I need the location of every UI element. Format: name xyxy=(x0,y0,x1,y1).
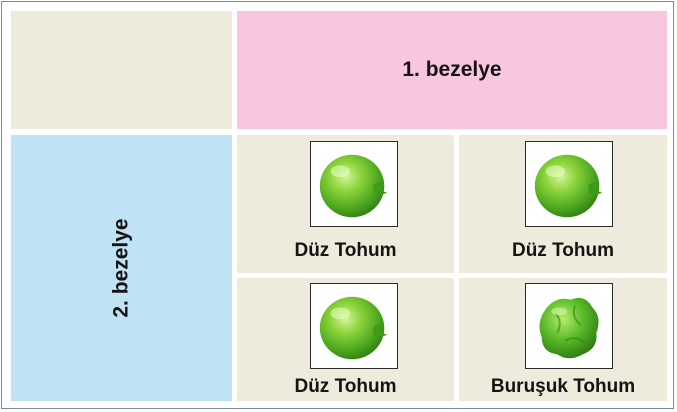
offspring-label: Düz Tohum xyxy=(294,376,397,397)
round-pea-icon xyxy=(310,141,398,227)
parent2-label: 2. bezelye xyxy=(109,218,133,318)
offspring-label: Buruşuk Tohum xyxy=(490,376,636,397)
offspring-cell: Buruşuk Tohum xyxy=(459,278,667,401)
offspring-cell: Düz Tohum xyxy=(237,278,454,401)
offspring-label: Düz Tohum xyxy=(511,240,614,261)
offspring-cell: Düz Tohum xyxy=(459,135,667,273)
empty-corner-cell xyxy=(11,11,232,129)
wrinkled-pea-icon xyxy=(525,283,613,369)
round-pea-icon xyxy=(525,141,613,227)
parent1-label: 1. bezelye xyxy=(402,58,502,81)
offspring-label: Düz Tohum xyxy=(294,240,397,261)
offspring-cell: Düz Tohum xyxy=(237,135,454,273)
parent1-header: 1. bezelye xyxy=(237,11,667,129)
parent2-header: 2. bezelye xyxy=(11,135,232,401)
round-pea-icon xyxy=(310,283,398,369)
